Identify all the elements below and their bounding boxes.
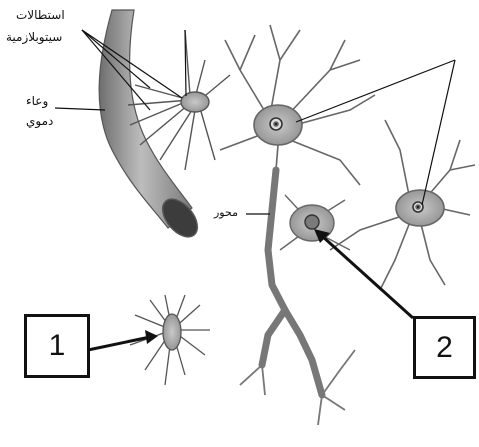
neuron-middle [280, 195, 350, 250]
marker-1-box: 1 [24, 314, 90, 378]
blood-vessel [99, 10, 204, 243]
cytoplasmic-extensions-label-line1: استطالات [16, 8, 65, 22]
marker-2-box: 2 [413, 316, 476, 379]
axon-branches [240, 350, 355, 425]
cytoplasmic-extensions-label-line2: سيتوبلازمية [6, 30, 62, 44]
axon-label: محور [214, 206, 238, 220]
axon [262, 170, 322, 395]
arrow-to-glial-cell [88, 330, 158, 350]
neuron-top [220, 25, 375, 185]
blood-vessel-label-line1: وعاء [26, 94, 48, 108]
blood-vessel-label-line2: دموي [26, 114, 53, 128]
arrow-to-neuron [314, 229, 413, 318]
